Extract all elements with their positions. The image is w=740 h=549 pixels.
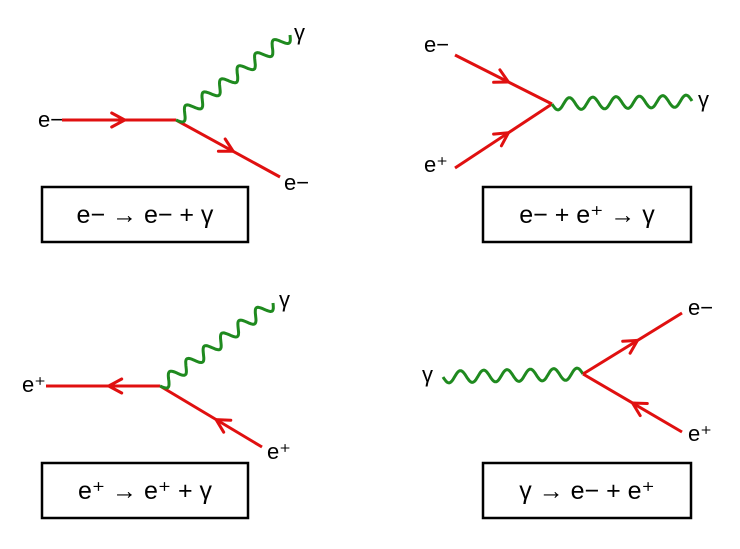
incoming-electron-label: e− (38, 107, 63, 132)
equation-text: e− + e⁺ → γ (519, 201, 655, 229)
outgoing-photon-wavy-line (159, 302, 275, 390)
positron-diagonal-line (159, 384, 263, 449)
equation-text: e⁺ → e⁺ + γ (78, 477, 213, 505)
equation-box (481, 461, 693, 520)
positron-horizontal-arrow (107, 377, 124, 395)
diagram-pair-annihilation: e− e⁺ γ e− + e⁺ → γ (424, 32, 709, 244)
positron-label-right: e⁺ (267, 439, 291, 464)
outgoing-positron-arrow (631, 401, 649, 418)
incoming-electron-arrow (110, 111, 127, 129)
equation-box (40, 461, 250, 520)
incoming-electron-arrow (492, 68, 510, 84)
photon-label: γ (422, 362, 433, 387)
outgoing-electron-arrow (621, 338, 639, 355)
outgoing-photon-wavy-line (550, 93, 694, 112)
diagram-pair-production: γ e− e⁺ γ → e− + e⁺ (422, 295, 713, 520)
equation-text: γ → e− + e⁺ (519, 477, 655, 505)
equation-box (40, 185, 250, 244)
photon-label: γ (698, 87, 709, 112)
outgoing-electron-label: e− (284, 170, 309, 195)
electron-label: e− (424, 32, 449, 57)
positron-label: e⁺ (688, 421, 712, 446)
incoming-positron-arrow (492, 131, 510, 148)
outgoing-electron-line (582, 311, 683, 376)
incoming-electron-line (454, 53, 553, 106)
diagram-electron-emits-photon: e− γ e− e− → e− + γ (38, 20, 309, 244)
outgoing-electron-arrow (216, 137, 235, 153)
positron-diagonal-arrow (214, 418, 233, 434)
photon-label: γ (294, 20, 305, 45)
equation-text: e− → e− + γ (77, 201, 214, 229)
positron-label: e⁺ (424, 152, 448, 177)
photon-label: γ (279, 287, 290, 312)
incoming-photon-wavy-line (441, 366, 585, 385)
diagram-positron-emits-photon: e⁺ γ e⁺ e⁺ → e⁺ + γ (22, 287, 291, 520)
electron-label: e− (688, 295, 713, 320)
outgoing-electron-line (175, 118, 281, 179)
incoming-positron-line (454, 102, 553, 170)
outgoing-photon-wavy-line (175, 34, 292, 124)
equation-box (481, 185, 693, 244)
positron-label-left: e⁺ (22, 372, 46, 397)
